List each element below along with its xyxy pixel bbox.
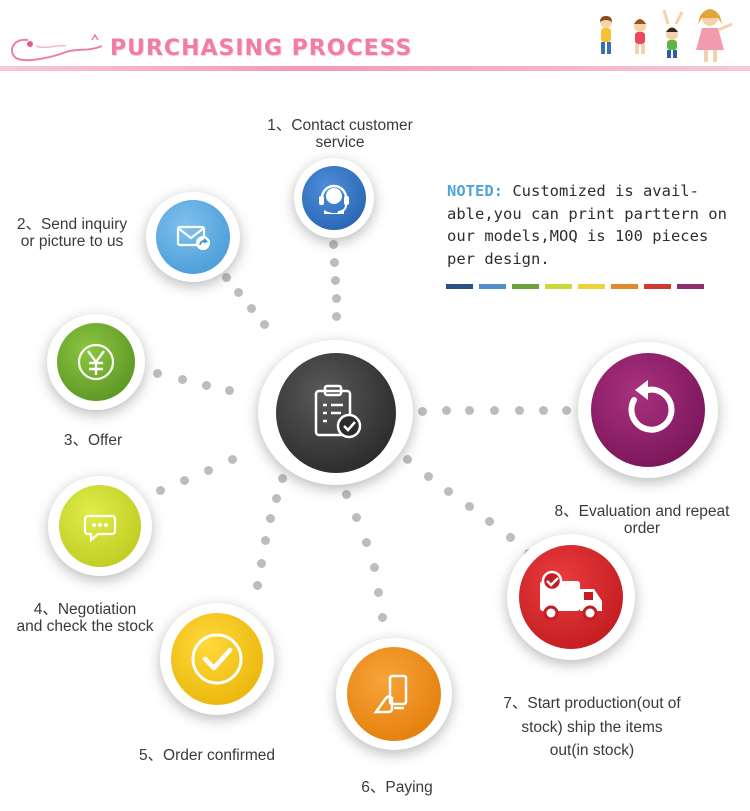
color-swatch-bar (446, 284, 708, 289)
header-divider (0, 66, 750, 71)
connector-dot (514, 405, 524, 415)
connector-dot (259, 319, 269, 329)
color-swatch (644, 284, 671, 289)
note-line-4: per design. (447, 249, 550, 268)
note-line-2: able,you can print parttern on (447, 204, 727, 223)
connector-dot (373, 587, 383, 597)
page-title: PURCHASING PROCESS (110, 36, 413, 61)
header: PURCHASING PROCESS (0, 0, 750, 76)
connector-dot (201, 380, 211, 390)
connector-dot (329, 257, 339, 267)
connector-dot (252, 580, 262, 590)
color-swatch (479, 284, 506, 289)
headset-icon (319, 184, 349, 214)
color-swatch (545, 284, 572, 289)
connector-dot (369, 562, 379, 572)
connector-dot (256, 558, 266, 568)
connector-dot (246, 303, 256, 313)
connector-dot (227, 454, 237, 464)
connector-dot (351, 512, 361, 522)
swoosh-logo-icon (11, 33, 103, 62)
connector-dot (265, 513, 275, 523)
delivery-truck-icon (540, 570, 602, 621)
step-3-label: 3、Offer (63, 432, 123, 449)
step-4-node (48, 476, 152, 576)
envelope-icon (176, 225, 210, 250)
yen-icon (77, 343, 115, 381)
chat-bubble-icon (83, 514, 117, 543)
checkmark-icon (191, 633, 243, 685)
connector-dot (464, 501, 474, 511)
connector-dot (155, 485, 165, 495)
connector-dot (177, 374, 187, 384)
connector-dot (203, 465, 213, 475)
connector-dot (538, 405, 548, 415)
kids-illustration-icon (600, 9, 733, 62)
note-text: NOTED: Customized is avail- able,you can… (447, 180, 737, 270)
step-2-node (146, 192, 240, 282)
step-5-label: 5、Order confirmed (138, 747, 276, 764)
connector-dot (331, 293, 341, 303)
step-6-node (336, 638, 452, 750)
connector-dot (441, 405, 451, 415)
connector-dot (423, 471, 433, 481)
connector-dot (331, 311, 341, 321)
connector-dot (328, 239, 338, 249)
connector-dot (221, 272, 231, 282)
connector-dot (464, 405, 474, 415)
card-hand-icon (373, 674, 408, 714)
connector-dot (561, 405, 571, 415)
color-swatch (446, 284, 473, 289)
connector-dot (277, 473, 287, 483)
step-7-node (507, 534, 635, 660)
connector-dot (402, 454, 412, 464)
connector-dot (152, 368, 162, 378)
replay-arrow-icon (628, 380, 675, 433)
clipboard-check-icon (314, 384, 361, 438)
connector-dot (179, 475, 189, 485)
connector-dot (224, 385, 234, 395)
step-5-node (160, 603, 274, 715)
step-3-node (47, 314, 145, 410)
connector-dot (361, 537, 371, 547)
step-8-node (578, 342, 718, 478)
color-swatch (578, 284, 605, 289)
connector-dot (341, 489, 351, 499)
color-swatch (512, 284, 539, 289)
connector-dot (489, 405, 499, 415)
connector-dot (417, 406, 427, 416)
note-label: NOTED: (447, 182, 503, 200)
connector-dot (377, 612, 387, 622)
color-swatch (611, 284, 638, 289)
connector-dot (330, 275, 340, 285)
note-line-1: Customized is avail- (503, 182, 699, 200)
connector-dot (443, 486, 453, 496)
connector-dot (271, 493, 281, 503)
step-1-node (294, 158, 374, 238)
connector-dot (260, 535, 270, 545)
connector-dot (233, 287, 243, 297)
connector-dot (484, 516, 494, 526)
step-6-label: 6、Paying (361, 779, 433, 796)
color-swatch (677, 284, 704, 289)
center-node (258, 340, 413, 485)
connector-dot (505, 532, 515, 542)
note-line-3: our models,MOQ is 100 pieces (447, 227, 709, 245)
